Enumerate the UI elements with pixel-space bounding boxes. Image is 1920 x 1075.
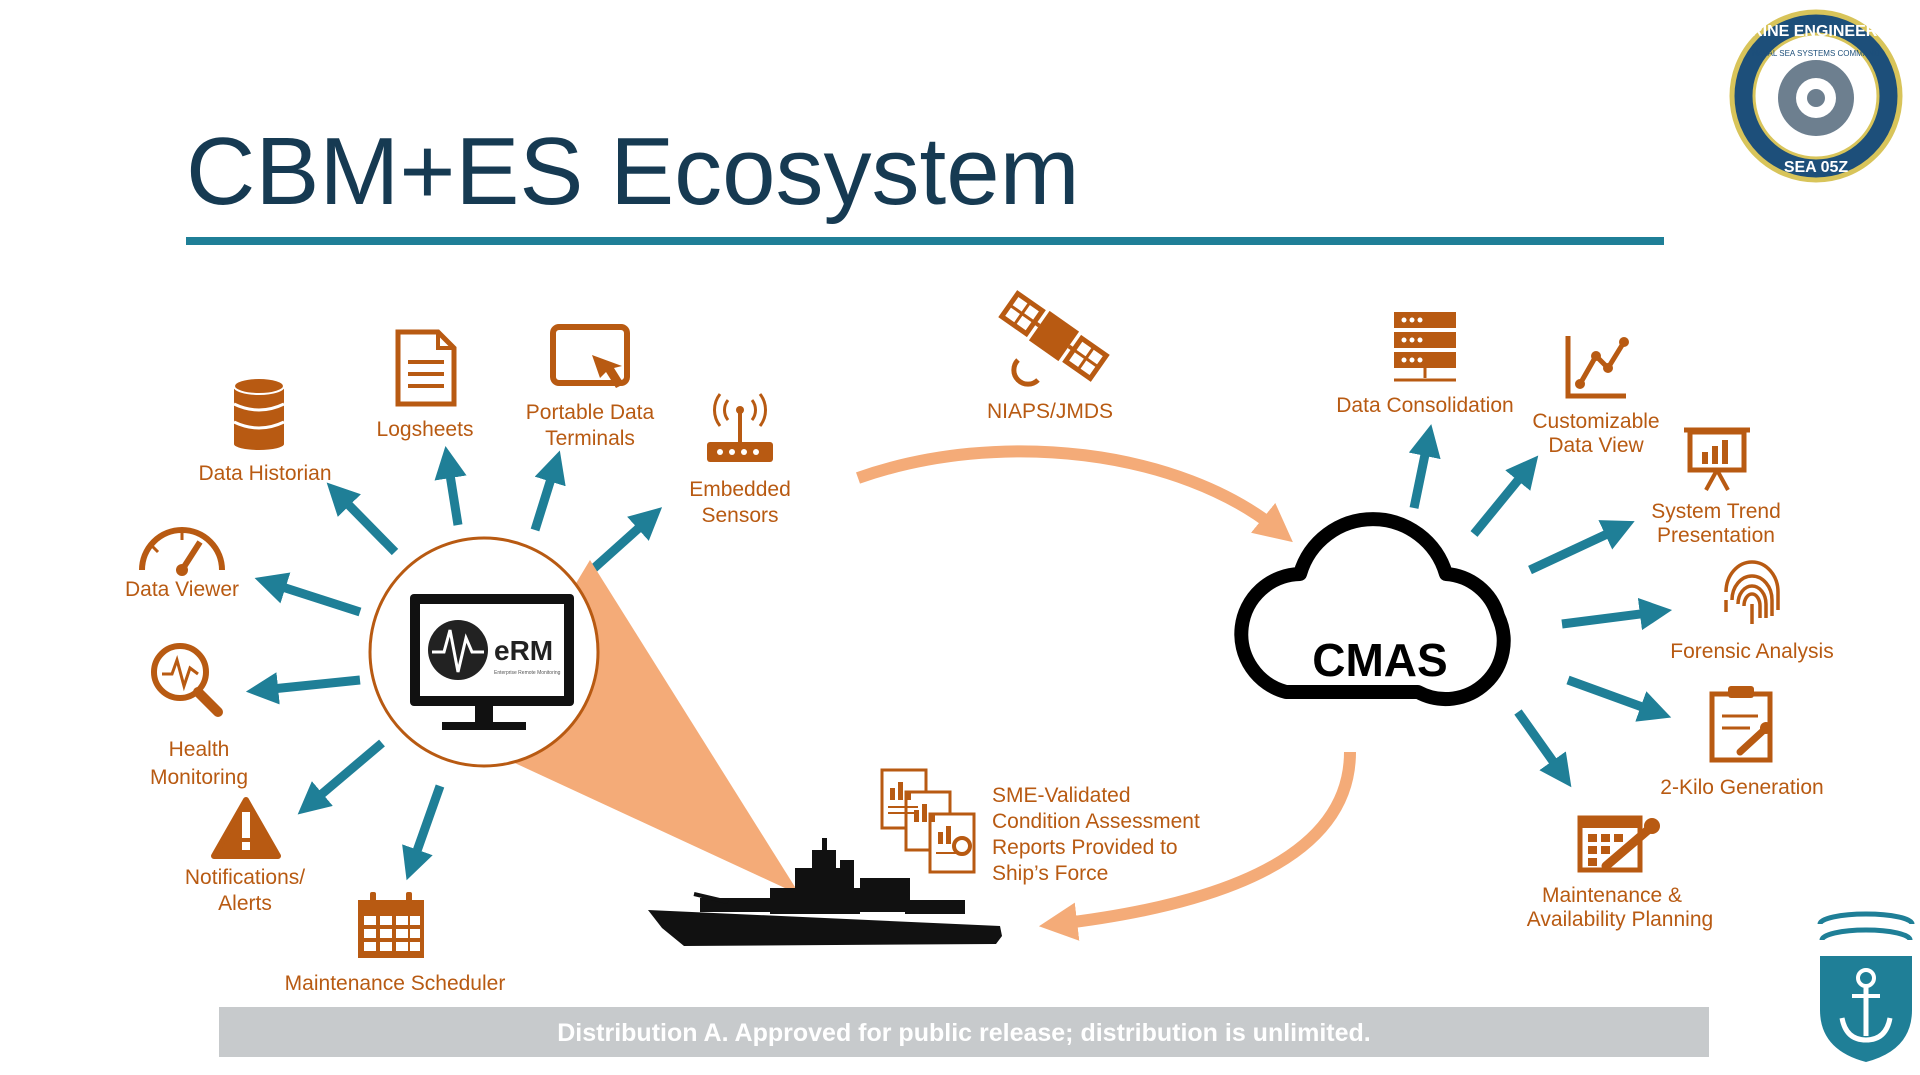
label-maintenance-line2: Availability Planning — [1527, 908, 1713, 931]
arrow-to-data-viewer — [254, 572, 362, 617]
label-embedded-line1: Embedded — [689, 478, 791, 501]
footer-bar — [219, 1007, 1709, 1057]
touch-tablet-icon — [550, 324, 630, 388]
label-customizable-line2: Data View — [1548, 434, 1644, 457]
arrow-to-embedded-sensors — [588, 507, 663, 574]
arrow-to-system-trend — [1528, 520, 1635, 575]
label-notifications-line2: Alerts — [218, 892, 272, 915]
marine-engineering-seal: MARINE ENGINEERING NAVAL SEA SYSTEMS COM… — [1726, 9, 1906, 183]
page-title: CBM+ES Ecosystem — [186, 118, 1080, 225]
label-embedded-line2: Sensors — [701, 504, 778, 527]
label-maintenance-scheduler: Maintenance Scheduler — [285, 972, 506, 995]
label-trend-line2: Presentation — [1657, 524, 1775, 547]
health-search-icon — [151, 643, 223, 717]
fingerprint-icon — [1724, 560, 1780, 624]
document-icon — [395, 329, 457, 407]
label-sme-line3: Reports Provided to — [992, 836, 1178, 859]
label-logsheets: Logsheets — [377, 418, 474, 441]
arrow-to-data-consolidation — [1408, 424, 1441, 509]
ship-silhouette — [648, 838, 1002, 946]
arrow-to-portable-terminals — [530, 450, 566, 532]
label-health-line2: Monitoring — [150, 766, 248, 789]
erm-logo-icon — [428, 620, 488, 680]
calendar-wrench-icon — [1577, 815, 1660, 873]
arrow-to-maintenance-scheduler — [402, 784, 445, 881]
arrow-to-customizable-view — [1470, 455, 1539, 537]
erm-monitor-node: eRM Enterprise Remote Monitoring — [368, 536, 600, 768]
anchor-shield-icon — [1817, 911, 1915, 1062]
seal-top-text: MARINE ENGINEERING — [1726, 23, 1906, 40]
erm-arrows — [245, 446, 663, 881]
erm-label: eRM — [494, 635, 553, 666]
label-data-historian: Data Historian — [198, 462, 331, 485]
database-icon — [233, 377, 285, 450]
arrow-to-logsheets — [434, 446, 467, 526]
cmas-cloud: CMAS — [1234, 512, 1511, 706]
gauge-icon — [139, 527, 225, 576]
flow-arrow-to-ship — [1038, 751, 1356, 941]
label-portable-line2: Terminals — [545, 427, 635, 450]
seal-bottom-text: SEA 05Z — [1784, 159, 1849, 176]
label-forensic: Forensic Analysis — [1670, 640, 1833, 663]
label-trend-line1: System Trend — [1651, 500, 1781, 523]
clipboard-wrench-icon — [1709, 686, 1773, 763]
title-rule — [186, 237, 1664, 245]
label-sme-line2: Condition Assessment — [992, 810, 1200, 833]
label-portable-line1: Portable Data — [526, 401, 655, 424]
label-niaps: NIAPS/JMDS — [987, 400, 1113, 423]
cmas-label: CMAS — [1312, 634, 1447, 686]
wireless-router-icon — [707, 393, 773, 462]
label-data-consolidation: Data Consolidation — [1336, 394, 1513, 417]
presentation-board-icon — [1684, 427, 1750, 491]
arrow-to-notifications — [297, 739, 385, 815]
cmas-arrows — [1408, 424, 1673, 788]
reports-icon — [880, 768, 976, 874]
arrow-to-health-monitoring — [245, 672, 361, 705]
label-health-line1: Health — [169, 738, 230, 761]
label-2kilo: 2-Kilo Generation — [1660, 776, 1823, 799]
label-sme-line1: SME-Validated — [992, 784, 1131, 807]
seal-inner-text: NAVAL SEA SYSTEMS COMMAND — [1752, 49, 1880, 58]
line-chart-icon — [1565, 336, 1629, 399]
arrow-to-maintenance-planning — [1514, 709, 1572, 788]
satellite-icon — [998, 290, 1110, 387]
warning-icon — [211, 797, 281, 859]
server-icon — [1394, 312, 1456, 382]
footer-text: Distribution A. Approved for public rele… — [557, 1019, 1370, 1047]
label-sme-line4: Ship’s Force — [992, 862, 1108, 885]
label-notifications-line1: Notifications/ — [185, 866, 305, 889]
label-data-viewer: Data Viewer — [125, 578, 239, 601]
calendar-icon — [358, 892, 424, 958]
arrow-to-forensic — [1561, 597, 1673, 631]
label-customizable-line1: Customizable — [1532, 410, 1659, 433]
flow-arrow-to-cmas — [856, 445, 1293, 543]
arrow-to-2kilo — [1566, 675, 1672, 722]
label-maintenance-line1: Maintenance & — [1542, 884, 1682, 907]
arrow-to-data-historian — [326, 482, 399, 556]
erm-sublabel: Enterprise Remote Monitoring — [494, 670, 561, 676]
